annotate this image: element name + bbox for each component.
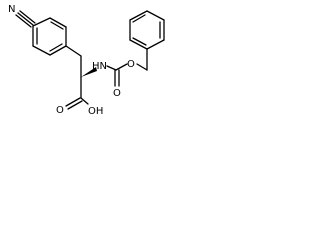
nitrile-group [15, 10, 36, 28]
carboxylic-acid-group [65, 76, 89, 110]
carbamate-ester-o-label: O [127, 59, 135, 70]
benzyl-inner-bond-3 [132, 37, 147, 46]
ring-bond-1 [32, 17, 51, 27]
cyanophenyl-ring [32, 17, 67, 56]
ring-inner-bond-1 [50, 21, 64, 30]
acid-carbonyl-o-label: O [56, 105, 64, 116]
ring-bond-4 [49, 45, 67, 56]
nitrile-triple-bond-3 [19, 10, 36, 24]
carbamate-group [106, 48, 148, 87]
carboxyl-double-bond-2 [67, 100, 83, 110]
acid-oh-label: OH [88, 106, 103, 117]
amine-nh-label: HN [92, 61, 107, 72]
benzyl-ring-bond-3 [146, 10, 165, 21]
nh-to-carbonyl-bond [106, 65, 117, 71]
nitrile-n-label: N [8, 4, 15, 15]
ring-bond-5 [32, 45, 51, 56]
benzyl-ring-bond-1 [146, 39, 165, 50]
ester-o-to-ch2-bond [136, 63, 148, 71]
nitrile-triple-bond-2 [15, 14, 32, 28]
ring-to-ch2-bond [65, 45, 82, 57]
benzyl-ring-bond-4 [129, 10, 148, 21]
benzyl-ring [129, 10, 165, 50]
nitrile-triple-bond-1 [17, 12, 34, 26]
molecule-diagram: N HN O O O OH [8, 4, 165, 117]
carboxyl-double-bond-1 [65, 97, 81, 107]
ring-inner-bond-2 [49, 43, 63, 52]
benzyl-ring-bond-6 [129, 39, 148, 50]
carbamate-carbonyl-o-label: O [113, 88, 121, 99]
ring-bond-2 [49, 17, 67, 28]
carboxyl-oh-bond [80, 97, 89, 105]
benzyl-inner-bond-2 [132, 14, 146, 23]
carbonyl-to-ester-o-bond [115, 63, 128, 71]
stereo-wedge-bond [81, 67, 97, 77]
